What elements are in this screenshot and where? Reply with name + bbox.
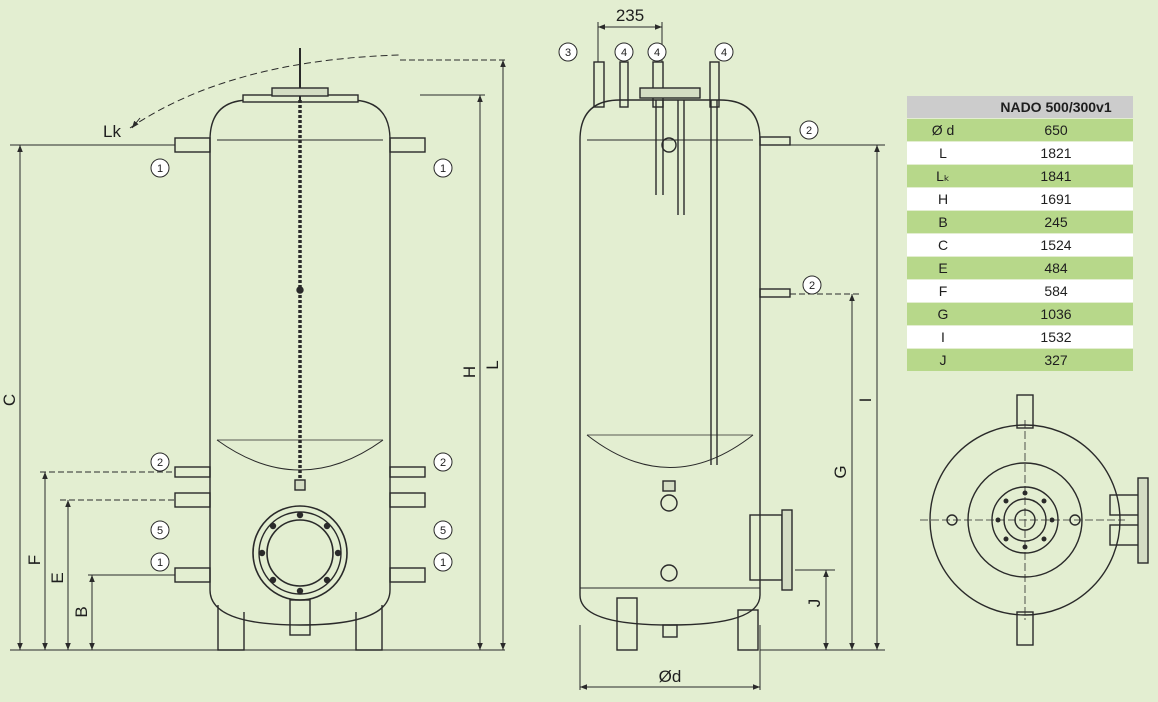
table-row: I 1532 [907, 325, 1133, 349]
table-row: Ø d 650 [907, 118, 1133, 142]
callout-1: 1 [440, 163, 446, 175]
table-row: L 1821 [907, 141, 1133, 165]
dim-od: Ød [659, 667, 682, 686]
callout-2: 2 [157, 457, 163, 469]
callout-2: 2 [806, 125, 812, 137]
callout-markers [150, 42, 822, 572]
row-label: Ø d [907, 118, 979, 142]
callout-2: 2 [809, 280, 815, 292]
callout-3: 3 [565, 47, 571, 59]
side-tank-body [579, 99, 761, 626]
callout-2: 2 [440, 457, 446, 469]
front-view [129, 48, 426, 651]
table-row: C 1524 [907, 233, 1133, 257]
spec-table: NADO 500/300v1 Ø d 650 L 1821 Lₖ 1841 H … [907, 95, 1133, 371]
callout-5: 5 [440, 525, 446, 537]
row-value: 650 [979, 118, 1133, 142]
callout-4: 4 [654, 47, 660, 59]
table-header: NADO 500/300v1 [907, 95, 1133, 119]
row-label: I [907, 325, 979, 349]
row-label: B [907, 210, 979, 234]
row-value: 1841 [979, 164, 1133, 188]
dim-235: 235 [616, 6, 644, 25]
row-label: J [907, 348, 979, 371]
table-row: E 484 [907, 256, 1133, 280]
header-blank [907, 95, 979, 119]
table-row: G 1036 [907, 302, 1133, 326]
table-row: B 245 [907, 210, 1133, 234]
dim-l: L [483, 360, 502, 369]
row-value: 1036 [979, 302, 1133, 326]
callout-numbers: 1 1 2 2 5 5 1 1 3 4 4 4 2 2 [157, 47, 815, 569]
top-view-centerlines [920, 420, 1125, 620]
front-flange-bolts [258, 511, 342, 595]
row-value: 484 [979, 256, 1133, 280]
callout-4: 4 [721, 47, 727, 59]
table-row: Lₖ 1841 [907, 164, 1133, 188]
row-value: 1691 [979, 187, 1133, 211]
callout-4: 4 [621, 47, 627, 59]
front-tank-body [209, 99, 391, 626]
row-label: G [907, 302, 979, 326]
row-value: 1821 [979, 141, 1133, 165]
dimension-labels: 235 Lk C F E B H L I G J Ød [0, 6, 875, 686]
row-value: 1532 [979, 325, 1133, 349]
row-value: 327 [979, 348, 1133, 371]
table-row: F 584 [907, 279, 1133, 303]
dim-b: B [72, 606, 91, 617]
row-value: 1524 [979, 233, 1133, 257]
row-label: F [907, 279, 979, 303]
top-view [929, 394, 1149, 646]
table-row: H 1691 [907, 187, 1133, 211]
dim-f: F [25, 555, 44, 565]
header-model: NADO 500/300v1 [979, 95, 1133, 119]
dim-j: J [805, 599, 824, 608]
row-label: L [907, 141, 979, 165]
dim-g: G [831, 465, 850, 478]
row-label: H [907, 187, 979, 211]
row-value: 584 [979, 279, 1133, 303]
dim-i: I [856, 398, 875, 403]
side-view [579, 61, 793, 651]
row-label: E [907, 256, 979, 280]
row-label: Lₖ [907, 164, 979, 188]
callout-5: 5 [157, 525, 163, 537]
front-dimensions [10, 59, 506, 651]
row-label: C [907, 233, 979, 257]
callout-1: 1 [440, 557, 446, 569]
dim-c: C [0, 394, 19, 406]
dim-lk: Lk [103, 122, 121, 141]
dim-e: E [48, 572, 67, 583]
callout-1: 1 [157, 557, 163, 569]
callout-1: 1 [157, 163, 163, 175]
dim-h: H [460, 366, 479, 378]
table-row: J 327 [907, 348, 1133, 371]
row-value: 245 [979, 210, 1133, 234]
top-view-bolts [995, 490, 1055, 550]
side-dimensions [579, 22, 885, 690]
